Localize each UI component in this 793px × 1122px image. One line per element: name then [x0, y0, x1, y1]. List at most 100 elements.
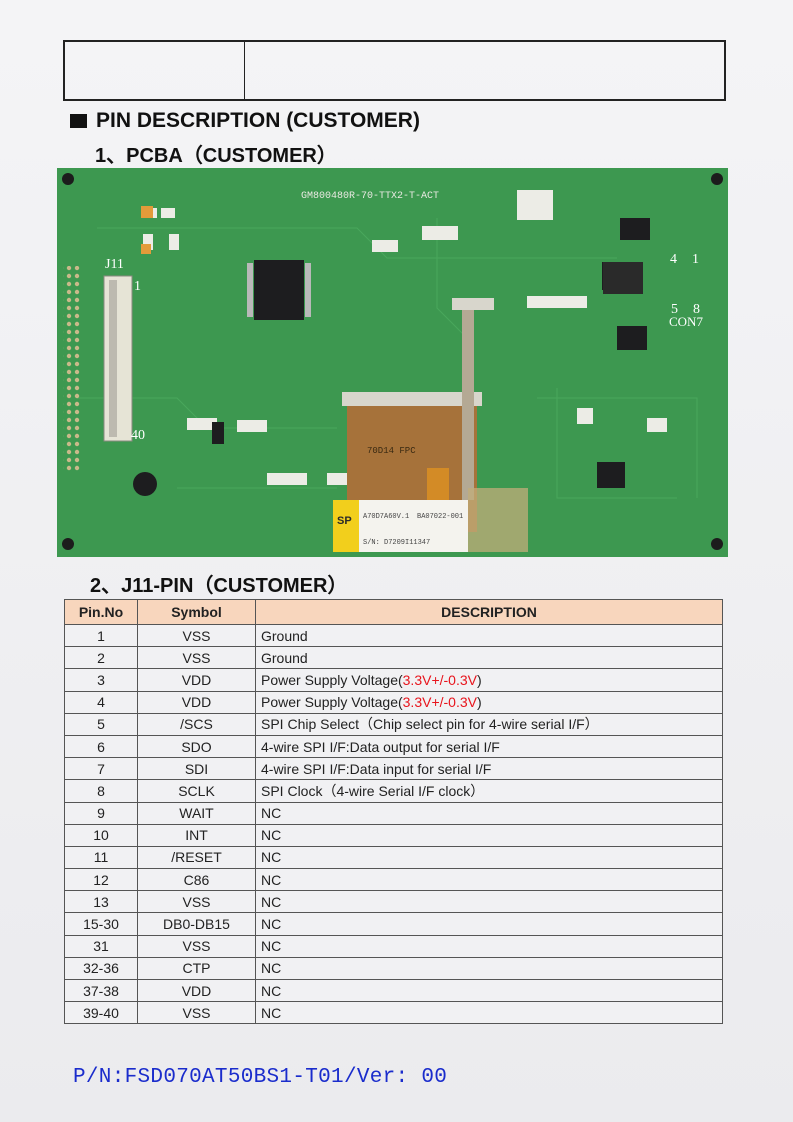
sticker-line-a: A70D7A60V.1 — [363, 513, 409, 521]
description-cell: Power Supply Voltage(3.3V+/-0.3V) — [255, 690, 723, 714]
label-con7-1: 1 — [692, 252, 699, 267]
symbol-cell: VDD — [137, 690, 256, 714]
symbol-cell: SDO — [137, 734, 256, 759]
pcba-heading: 1、PCBA（CUSTOMER） — [95, 145, 337, 167]
pin-number-cell: 4 — [64, 690, 138, 714]
symbol-cell: VDD — [137, 978, 256, 1003]
symbol-cell: /RESET — [137, 845, 256, 870]
description-cell: NC — [255, 801, 723, 825]
section-title-text: PIN DESCRIPTION (CUSTOMER) — [96, 109, 420, 132]
description-text: NC — [261, 849, 282, 866]
mount-hole-icon — [62, 173, 74, 185]
description-cell: NC — [255, 956, 723, 981]
symbol-cell: VSS — [137, 623, 256, 648]
fpc-connector — [342, 392, 482, 406]
column-header-pin: Pin.No — [64, 599, 138, 625]
description-cell: Power Supply Voltage(3.3V+/-0.3V) — [255, 668, 723, 692]
description-text: 4-wire SPI I/F:Data output for serial I/… — [261, 738, 500, 755]
description-text: NC — [261, 805, 282, 822]
description-cell: NC — [255, 1001, 723, 1025]
symbol-cell: SDI — [137, 757, 256, 781]
symbol-cell: C86 — [137, 868, 256, 892]
symbol-cell: WAIT — [137, 801, 256, 825]
column-header-description: DESCRIPTION — [255, 599, 723, 625]
label-con7-5: 5 — [671, 302, 678, 317]
description-cell: SPI Chip Select（Chip select pin for 4-wi… — [255, 712, 723, 736]
pin-number-cell: 15-30 — [64, 912, 138, 936]
pin-number-cell: 1 — [64, 623, 138, 648]
voltage-value: 3.3V+/-0.3V — [402, 671, 477, 688]
description-tail: ) — [476, 694, 482, 711]
mount-hole-icon — [711, 538, 723, 550]
table-row: 11/RESET NC — [64, 845, 723, 870]
description-text: NC — [261, 871, 282, 888]
description-cell: NC — [255, 845, 723, 870]
symbol-cell: CTP — [137, 956, 256, 981]
header-box — [63, 40, 726, 101]
header-cell-left — [65, 42, 245, 99]
pin-number-cell: 5 — [64, 712, 138, 736]
main-ic — [254, 260, 304, 320]
description-text: NC — [261, 960, 282, 977]
voltage-value: 3.3V+/-0.3V — [402, 694, 477, 711]
description-text: 4-wire SPI I/F:Data input for serial I/F — [261, 760, 492, 777]
description-cell: NC — [255, 934, 723, 958]
description-cell: NC — [255, 890, 723, 914]
table-header-row: Pin.No Symbol DESCRIPTION — [64, 599, 723, 625]
description-cell: 4-wire SPI I/F:Data input for serial I/F — [255, 757, 723, 781]
symbol-cell: INT — [137, 823, 256, 847]
symbol-cell: VSS — [137, 934, 256, 958]
sticker-line-b: BA07022-001 — [417, 513, 463, 521]
j11-connector — [103, 275, 133, 442]
pin-number-cell: 13 — [64, 890, 138, 914]
symbol-cell: VDD — [137, 668, 256, 692]
pin-number-cell: 8 — [64, 779, 138, 803]
pin-number-cell: 6 — [64, 734, 138, 759]
symbol-cell: VSS — [137, 890, 256, 914]
label-j11: J11 — [105, 257, 124, 272]
part-number: P/N:FSD070AT50BS1-T01/Ver: 00 — [73, 1066, 448, 1089]
fpc-label: 70D14 FPC — [367, 446, 416, 456]
description-text: SPI Chip Select（Chip select pin for 4-wi… — [261, 716, 599, 733]
label-pin-40: 40 — [131, 428, 145, 443]
description-text: Ground — [261, 649, 308, 666]
square-bullet-icon — [70, 114, 87, 128]
description-text: NC — [261, 938, 282, 955]
pin-number-cell: 12 — [64, 868, 138, 892]
sticker-sp: SP — [337, 515, 352, 527]
description-cell: NC — [255, 978, 723, 1003]
pin-number-cell: 7 — [64, 757, 138, 781]
pin-number-cell: 3 — [64, 668, 138, 692]
pin-number-cell: 11 — [64, 845, 138, 870]
symbol-cell: /SCS — [137, 712, 256, 736]
description-tail: ) — [476, 671, 482, 688]
label-con7-8: 8 — [693, 302, 700, 317]
description-text: NC — [261, 827, 282, 844]
description-text: Power Supply Voltage( — [261, 694, 403, 711]
mount-hole-icon — [711, 173, 723, 185]
description-cell: Ground — [255, 646, 723, 670]
description-cell: NC — [255, 823, 723, 847]
sticker-serial: S/N: D7209I11347 — [363, 539, 430, 547]
symbol-cell: SCLK — [137, 779, 256, 803]
pcb-drawing: GM800480R-70-TTX2-T-ACT J11 1 40 4 1 5 8… — [57, 168, 728, 557]
pin-number-cell: 37-38 — [64, 978, 138, 1003]
description-cell: Ground — [255, 623, 723, 648]
symbol-cell: DB0-DB15 — [137, 912, 256, 936]
label-pin-1: 1 — [134, 279, 141, 294]
pin-number-cell: 2 — [64, 646, 138, 670]
